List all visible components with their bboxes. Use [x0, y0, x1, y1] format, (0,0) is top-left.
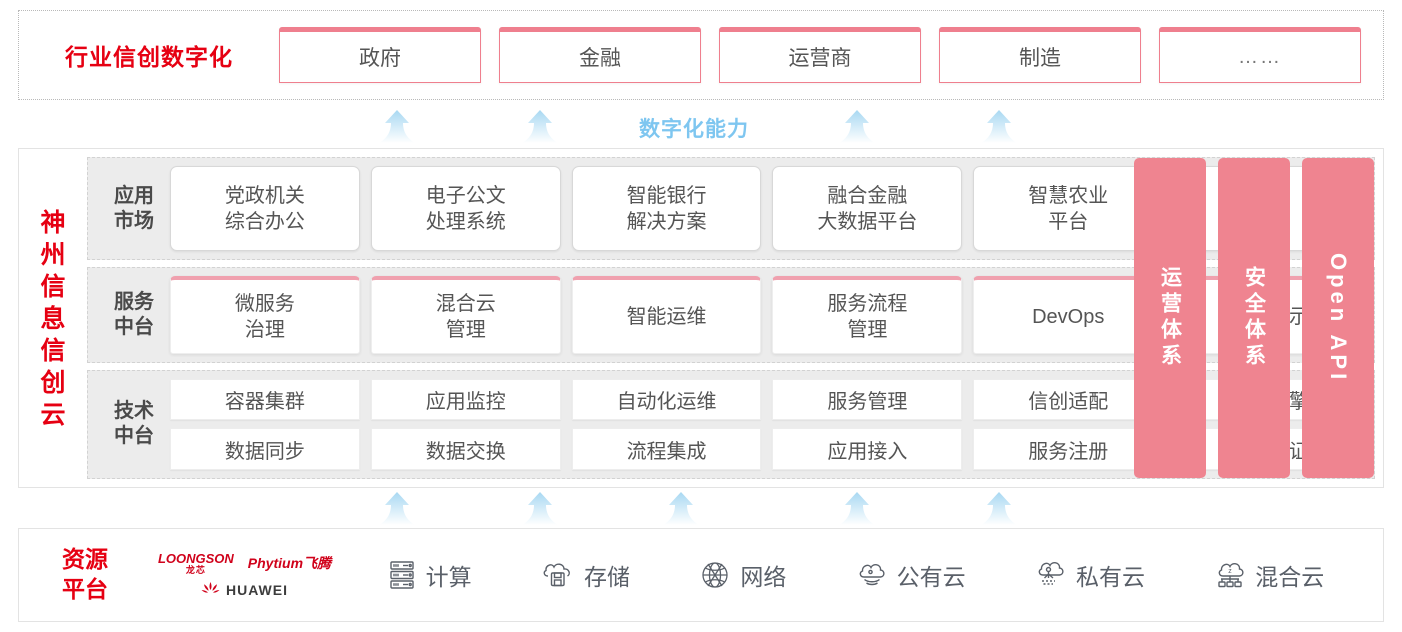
- resource-title-line-2: 平台: [62, 576, 108, 602]
- phytium-logo: Phytium飞腾: [247, 555, 332, 572]
- up-arrow-icon-bottom-4: [838, 492, 876, 526]
- tier-label-line-1: 技术: [114, 400, 154, 423]
- up-arrow-icon-bottom-2: [521, 492, 559, 526]
- resource-item-label: 网络: [740, 564, 787, 590]
- resource-item-label: 私有云: [1075, 564, 1145, 590]
- app-card-finance-bigdata[interactable]: 融合金融大数据平台: [772, 166, 963, 252]
- side-panel-label: 安全体系: [1242, 266, 1266, 370]
- tech-card-row-1: 容器集群 应用监控 自动化运维 服务管理 信创适配 流程引擎: [170, 378, 1364, 421]
- industry-card-manufacturing[interactable]: 制造: [939, 27, 1141, 83]
- service-card-smart-ops[interactable]: 智能运维: [571, 276, 762, 354]
- up-arrow-icon-bottom-5: [980, 492, 1018, 526]
- cloud-title-char-4: 息: [40, 305, 66, 333]
- up-arrow-icon-bottom-3: [662, 492, 700, 526]
- resource-item-hybrid-cloud[interactable]: z 混合云: [1214, 558, 1324, 592]
- vendor-logo-row-1: LOONGSON 龙芯 Phytium飞腾: [158, 552, 331, 575]
- industry-card-more[interactable]: ……: [1159, 27, 1361, 83]
- hybrid-cloud-icon: z: [1214, 560, 1246, 590]
- huawei-logo-text: HUAWEI: [226, 582, 288, 599]
- public-cloud-icon: [856, 561, 888, 589]
- tier-label-app-market: 应用 市场: [98, 184, 170, 234]
- resource-item-list: 计算 存储: [352, 558, 1383, 592]
- tech-card-app-monitoring[interactable]: 应用监控: [370, 378, 561, 421]
- tier-label-line-1: 应用: [114, 184, 154, 207]
- resource-item-label: 存储: [583, 564, 630, 590]
- cloud-storage-icon: [541, 560, 575, 590]
- app-card-gov-office[interactable]: 党政机关综合办公: [170, 166, 360, 252]
- tier-label-service-platform: 服务 中台: [98, 290, 170, 340]
- app-card-smart-agriculture[interactable]: 智慧农业平台: [973, 166, 1164, 252]
- tier-label-line-2: 市场: [114, 209, 154, 232]
- resource-title-line-1: 资源: [62, 546, 108, 573]
- tech-card-data-sync[interactable]: 数据同步: [170, 428, 360, 470]
- loongson-logo-text: LOONGSON: [157, 550, 234, 566]
- tech-card-service-mgmt[interactable]: 服务管理: [772, 378, 963, 421]
- tech-card-process-integration[interactable]: 流程集成: [571, 428, 762, 470]
- industry-card-government[interactable]: 政府: [279, 27, 481, 83]
- tier-label-line-1: 服务: [114, 291, 154, 314]
- tech-card-data-exchange[interactable]: 数据交换: [370, 428, 561, 470]
- industry-band-title: 行业信创数字化: [65, 44, 233, 70]
- capability-label: 数字化能力: [639, 118, 749, 141]
- tech-card-app-access[interactable]: 应用接入: [772, 428, 963, 470]
- tech-card-grid: 容器集群 应用监控 自动化运维 服务管理 信创适配 流程引擎 数据同步 数据交换…: [170, 378, 1364, 470]
- tier-label-line-2: 中台: [114, 316, 154, 339]
- tier-tech-platform: 技术 中台 容器集群 应用监控 自动化运维 服务管理 信创适配 流程引擎 数据同…: [87, 369, 1375, 479]
- resource-platform-band: 资源 平台 LOONGSON 龙芯 Phytium飞腾 HUAWEI: [18, 528, 1384, 622]
- tech-card-automated-ops[interactable]: 自动化运维: [571, 378, 762, 421]
- service-card-hybrid-cloud-mgmt[interactable]: 混合云管理: [370, 276, 561, 354]
- up-arrow-icon-top-2: [521, 110, 559, 144]
- loongson-logo-cn: 龙芯: [185, 564, 206, 575]
- up-arrow-icon-bottom-1: [378, 492, 416, 526]
- side-panel-security-system[interactable]: 安全体系: [1218, 158, 1290, 478]
- server-icon: [387, 559, 417, 591]
- cloud-title-char-7: 云: [40, 401, 66, 429]
- service-card-devops[interactable]: DevOps: [973, 276, 1164, 354]
- side-panel-open-api[interactable]: Open API: [1302, 158, 1374, 478]
- service-card-process-mgmt[interactable]: 服务流程管理: [772, 276, 963, 354]
- svg-text:z: z: [1229, 568, 1233, 575]
- resource-item-network[interactable]: 网络: [699, 558, 786, 592]
- service-card-microservice-governance[interactable]: 微服务治理: [170, 276, 360, 354]
- huawei-logo: HUAWEI: [201, 582, 288, 598]
- up-arrow-icon-top-3: [838, 110, 876, 144]
- industry-card-list: 政府 金融 运营商 制造 ……: [279, 27, 1383, 83]
- app-card-edoc-system[interactable]: 电子公文处理系统: [370, 166, 561, 252]
- vendor-logo-group: LOONGSON 龙芯 Phytium飞腾 HUAWEI: [137, 552, 352, 598]
- tech-card-container-cluster[interactable]: 容器集群: [170, 378, 360, 421]
- industry-card-finance[interactable]: 金融: [499, 27, 701, 83]
- cloud-platform-title: 神 州 信 息 信 创 云: [19, 149, 87, 487]
- side-panel-operations-system[interactable]: 运营体系: [1134, 158, 1206, 478]
- resource-platform-title: 资源 平台: [19, 545, 137, 605]
- industry-card-telecom[interactable]: 运营商: [719, 27, 921, 83]
- network-globe-icon: [699, 559, 731, 591]
- cloud-title-char-2: 州: [40, 241, 66, 269]
- resource-item-label: 计算: [425, 564, 472, 590]
- app-card-smart-bank[interactable]: 智能银行解决方案: [571, 166, 762, 252]
- side-panel-label: 运营体系: [1158, 266, 1182, 370]
- resource-item-label: 公有云: [896, 564, 966, 590]
- cloud-title-char-3: 信: [40, 273, 66, 301]
- cloud-side-panel-list: 运营体系 安全体系 Open API: [1134, 158, 1374, 478]
- tier-label-tech-platform: 技术 中台: [98, 399, 170, 449]
- private-cloud-icon: [1035, 560, 1067, 590]
- loongson-logo: LOONGSON 龙芯: [158, 552, 234, 575]
- cloud-title-char-5: 信: [40, 337, 66, 365]
- industry-band: 行业信创数字化 政府 金融 运营商 制造 ……: [18, 10, 1384, 100]
- side-panel-label: Open API: [1326, 252, 1351, 384]
- tech-card-service-registry[interactable]: 服务注册: [973, 428, 1164, 470]
- up-arrow-icon-top-1: [378, 110, 416, 144]
- tech-card-xinchuang-adaptation[interactable]: 信创适配: [973, 378, 1164, 421]
- tier-label-line-2: 中台: [114, 425, 154, 448]
- huawei-flower-icon: [201, 582, 220, 593]
- up-arrow-icon-top-4: [980, 110, 1018, 144]
- resource-item-storage[interactable]: 存储: [541, 558, 630, 592]
- cloud-title-char-6: 创: [40, 369, 66, 397]
- resource-item-private-cloud[interactable]: 私有云: [1035, 558, 1145, 592]
- resource-item-public-cloud[interactable]: 公有云: [856, 558, 966, 592]
- resource-item-compute[interactable]: 计算: [387, 558, 472, 592]
- resource-item-label: 混合云: [1255, 564, 1325, 590]
- cloud-title-char-1: 神: [40, 209, 66, 237]
